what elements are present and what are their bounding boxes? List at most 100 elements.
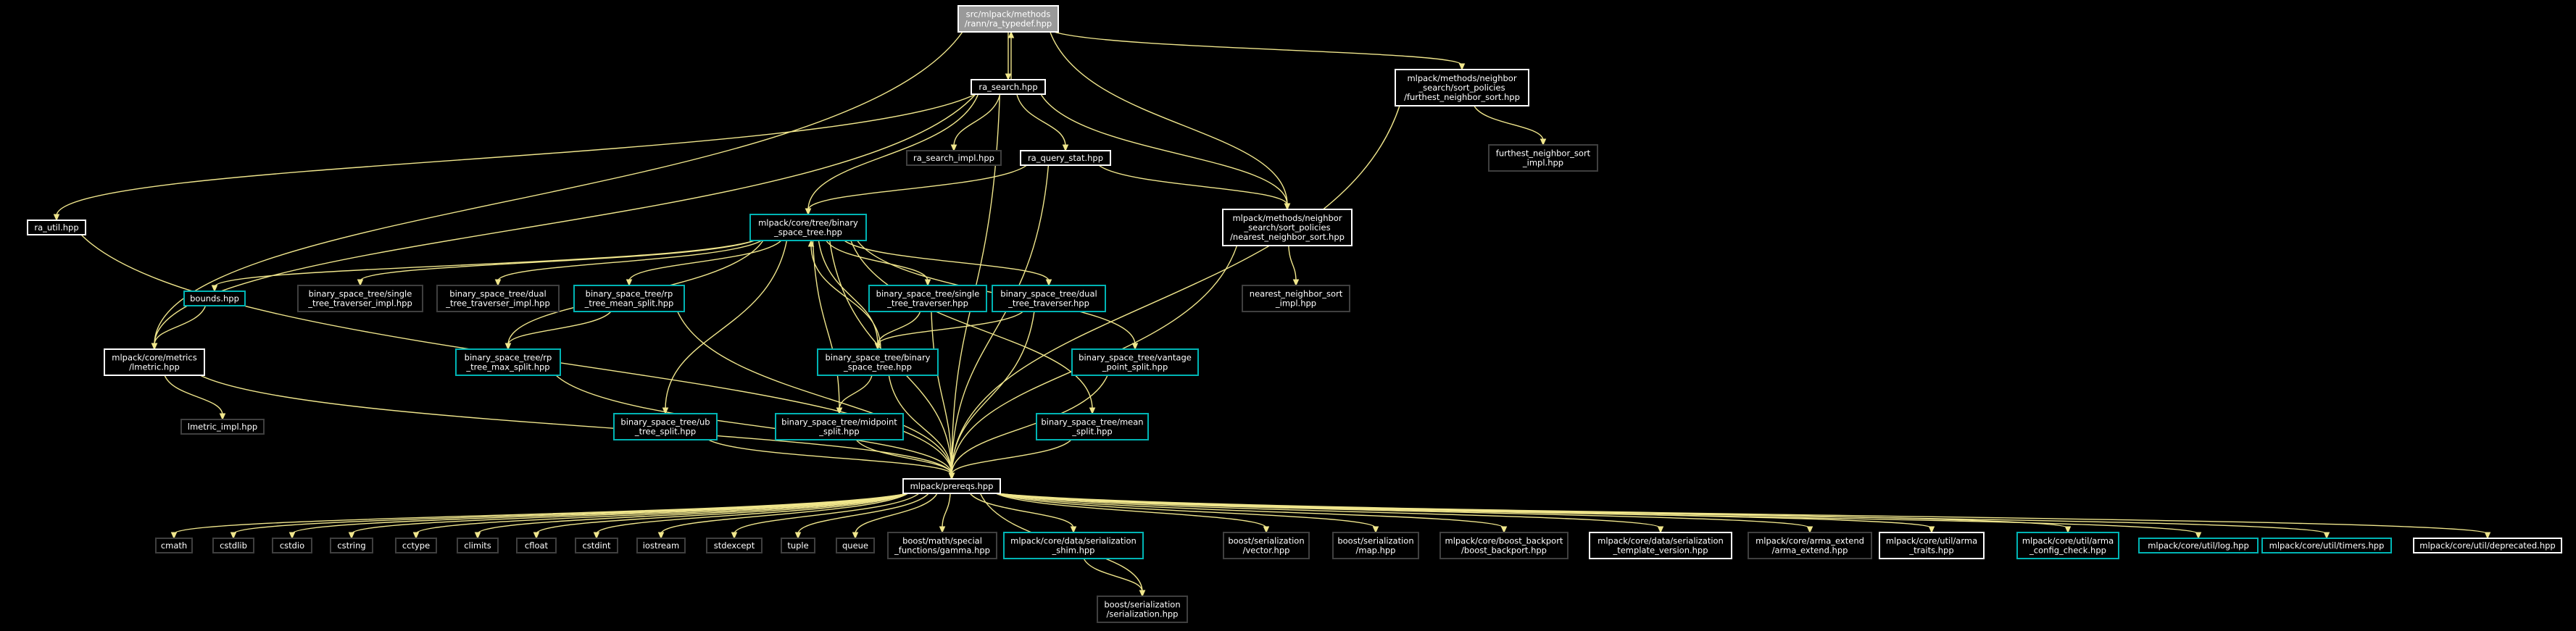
node-single-trav[interactable]: binary_space_tree/single_tree_traverser.… xyxy=(868,285,987,312)
node-box xyxy=(212,538,254,553)
node-box xyxy=(1003,532,1144,559)
node-label: boost/math/special xyxy=(902,536,982,546)
node-label: /boost_backport.hpp xyxy=(1461,546,1547,556)
node-box xyxy=(1748,532,1872,559)
edge-arrowhead xyxy=(219,413,226,421)
edge-prereqs-to-template-version xyxy=(995,493,1661,529)
edge-arrowhead xyxy=(1045,279,1052,287)
node-rp-max[interactable]: binary_space_tree/rp_tree_max_split.hpp xyxy=(455,348,561,376)
edge-arrowhead xyxy=(533,532,540,540)
edge-prereqs-to-arma-extend xyxy=(995,493,1811,529)
node-label: binary_space_tree/rp xyxy=(465,353,552,363)
node-mean[interactable]: binary_space_tree/mean_split.hpp xyxy=(1036,413,1149,440)
node-box xyxy=(1488,144,1598,172)
edge-arrowhead xyxy=(1372,526,1379,534)
node-box xyxy=(613,413,718,440)
node-label: boost/serialization xyxy=(1104,600,1180,610)
node-bst[interactable]: mlpack/core/tree/binary_space_tree.hpp xyxy=(749,214,867,241)
node-root[interactable]: src/mlpack/methods/rann/ra_typedef.hpp xyxy=(957,5,1059,33)
node-label: _tree_split.hpp xyxy=(634,427,696,437)
edge-arrowhead xyxy=(852,532,859,540)
node-label: binary_space_tree/vantage xyxy=(1079,353,1192,363)
node-box xyxy=(2261,538,2392,553)
node-dual-trav[interactable]: binary_space_tree/dual_tree_traverser.hp… xyxy=(992,285,1106,312)
node-box xyxy=(1879,532,1985,559)
node-ra-query-stat[interactable]: ra_query_stat.hpp xyxy=(1020,150,1111,166)
node-lmetric-impl: lmetric_impl.hpp xyxy=(180,419,265,435)
node-box xyxy=(781,538,815,553)
node-box xyxy=(1589,532,1732,559)
edge-mean-to-prereqs xyxy=(951,439,1072,475)
edge-bst-to-midpoint xyxy=(812,240,840,410)
edge-ra-search-to-ra-util xyxy=(56,93,976,217)
node-deprecated[interactable]: mlpack/core/util/deprecated.hpp xyxy=(2413,538,2562,553)
edge-prereqs-to-iostream xyxy=(660,493,909,535)
edge-prereqs-to-stdexcept xyxy=(734,493,920,535)
edge-prereqs-to-vector xyxy=(995,493,1267,529)
node-box xyxy=(575,538,618,553)
edge-bst-inner-to-prereqs xyxy=(888,375,952,475)
node-label: _space_tree.hpp xyxy=(773,227,842,238)
node-box xyxy=(749,214,867,241)
edge-bst-to-single-trav xyxy=(826,240,928,282)
node-label: /vector.hpp xyxy=(1243,546,1290,556)
node-arma-traits[interactable]: mlpack/core/util/arma_traits.hpp xyxy=(1879,532,1985,559)
node-furthest-sort[interactable]: mlpack/methods/neighbor_search/sort_poli… xyxy=(1395,69,1529,106)
node-label: lmetric_impl.hpp xyxy=(188,422,257,432)
node-prereqs[interactable]: mlpack/prereqs.hpp xyxy=(902,478,1001,494)
edge-arrowhead xyxy=(1005,73,1012,81)
node-vantage[interactable]: binary_space_tree/vantage_point_split.hp… xyxy=(1071,348,1199,376)
edge-arrowhead xyxy=(2064,526,2072,534)
node-arma-extend: mlpack/core/arma_extend/arma_extend.hpp xyxy=(1748,532,1872,559)
node-label: queue xyxy=(842,540,868,551)
node-bst-inner[interactable]: binary_space_tree/binary_space_tree.hpp xyxy=(817,348,939,376)
node-shim[interactable]: mlpack/core/data/serialization_shim.hpp xyxy=(1003,532,1144,559)
edge-arrowhead xyxy=(53,214,60,222)
edge-bst-to-ub xyxy=(665,240,788,410)
node-box xyxy=(516,538,557,553)
node-timers[interactable]: mlpack/core/util/timers.hpp xyxy=(2261,538,2392,553)
node-label: /lmetric.hpp xyxy=(129,362,180,372)
node-bounds[interactable]: bounds.hpp xyxy=(183,291,246,306)
edge-layer xyxy=(53,30,2491,598)
node-log[interactable]: mlpack/core/util/log.hpp xyxy=(2138,538,2259,553)
edge-arrowhead xyxy=(948,472,955,480)
node-label: tuple xyxy=(787,540,808,551)
edge-bst-to-bounds xyxy=(214,240,755,288)
edge-prereqs-to-cstdio xyxy=(291,493,908,535)
node-label: _search/sort_policies xyxy=(1243,222,1330,233)
node-arma-config[interactable]: mlpack/core/util/arma_config_check.hpp xyxy=(2016,532,2119,559)
edge-bst-to-dual-impl xyxy=(497,240,763,282)
node-label: mlpack/core/data/serialization xyxy=(1010,536,1137,546)
node-label: _shim.hpp xyxy=(1052,546,1095,556)
edge-arrowhead xyxy=(924,279,931,287)
node-cstring: cstring xyxy=(330,538,373,553)
node-template-version[interactable]: mlpack/core/data/serialization_template_… xyxy=(1589,532,1732,559)
node-label: _tree_traverser.hpp xyxy=(1007,298,1089,309)
node-ra-util[interactable]: ra_util.hpp xyxy=(27,220,86,235)
node-midpoint[interactable]: binary_space_tree/midpoint_split.hpp xyxy=(775,413,904,440)
node-lmetric[interactable]: mlpack/core/metrics/lmetric.hpp xyxy=(104,348,205,376)
node-label: cctype xyxy=(402,540,430,551)
edge-ra-search-to-ra-query-stat xyxy=(1016,93,1066,147)
node-box xyxy=(971,79,1046,95)
node-label: _search/sort_policies xyxy=(1418,83,1505,93)
node-box xyxy=(906,150,1002,166)
node-nearest-sort[interactable]: mlpack/methods/neighbor_search/sort_poli… xyxy=(1222,209,1353,246)
node-ub[interactable]: binary_space_tree/ub_tree_split.hpp xyxy=(613,413,718,440)
node-label: _template_version.hpp xyxy=(1612,546,1708,556)
edge-rp-mean-to-rp-max xyxy=(507,311,612,346)
edge-bst-inner-to-bst xyxy=(810,244,881,350)
node-label: mlpack/methods/neighbor xyxy=(1232,213,1342,223)
edge-furthest-sort-to-prereqs xyxy=(951,105,1400,475)
node-vector: boost/serialization/vector.hpp xyxy=(1223,532,1310,559)
node-label: stdexcept xyxy=(714,540,755,551)
node-rp-mean[interactable]: binary_space_tree/rp_tree_mean_split.hpp xyxy=(573,285,685,312)
node-box xyxy=(395,538,437,553)
node-single-impl: binary_space_tree/single_tree_traverser_… xyxy=(297,285,423,312)
node-label: /rann/ra_typedef.hpp xyxy=(965,19,1052,29)
edge-arrowhead xyxy=(1070,526,1077,534)
edge-root-to-nearest-sort xyxy=(1050,31,1288,206)
node-label: iostream xyxy=(643,540,680,551)
node-ra-search[interactable]: ra_search.hpp xyxy=(971,79,1046,95)
